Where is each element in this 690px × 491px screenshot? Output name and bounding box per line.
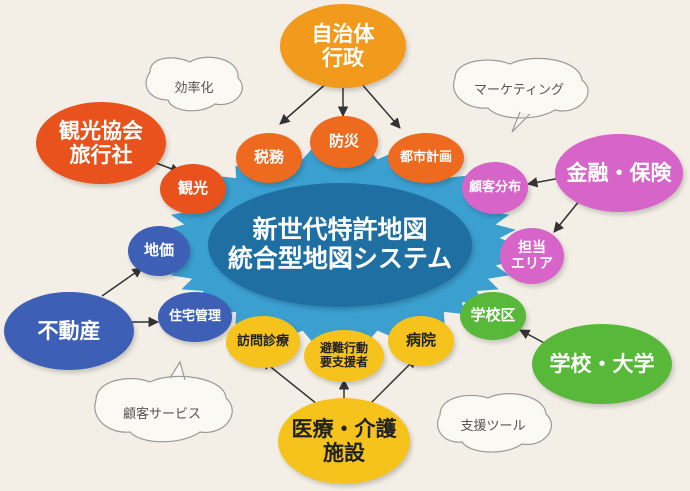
hub-finance: 金融・保険 xyxy=(555,134,683,212)
connector-finance-area xyxy=(553,199,581,233)
spoke-land-price: 地価 xyxy=(128,226,190,276)
spoke-tax: 税務 xyxy=(236,133,302,183)
hub-tourism: 観光協会 旅行社 xyxy=(36,102,166,184)
hub-realestate: 不動産 xyxy=(4,292,134,370)
bubble-efficiency: 効率化 xyxy=(174,80,214,96)
spoke-customer-dist: 顧客分布 xyxy=(462,162,528,214)
bubble-efficiency-shape xyxy=(145,56,243,112)
spoke-urban: 都市計画 xyxy=(388,133,464,183)
center-node: 新世代特許地図 統合型地図システム xyxy=(208,183,472,307)
hub-medical: 医療・介護 施設 xyxy=(278,398,410,484)
bubble-marketing: マーケティング xyxy=(474,82,564,98)
bubble-customer-service: 顧客サービス xyxy=(122,406,201,422)
spoke-visit: 訪問診療 xyxy=(226,316,300,368)
bubble-support-shape xyxy=(437,393,552,453)
bubble-customer-shape xyxy=(94,360,233,443)
connector-medical-visit xyxy=(261,359,323,409)
hub-gov: 自治体 行政 xyxy=(280,4,406,88)
spoke-school-district: 学校区 xyxy=(460,292,526,340)
hub-school: 学校・大学 xyxy=(532,324,672,404)
bubble-marketing-shape xyxy=(452,57,589,133)
spoke-hospital: 病院 xyxy=(388,316,454,366)
spoke-evac: 避難行動 要支援者 xyxy=(304,330,384,382)
speech-bubbles xyxy=(94,56,589,453)
center-title-line2: 統合型地図システム xyxy=(227,244,453,273)
bubble-support-tool: 支援ツール xyxy=(460,418,526,434)
spoke-housing: 住宅管理 xyxy=(158,292,232,342)
spoke-sightseeing: 観光 xyxy=(160,164,226,214)
connector-gov-tax xyxy=(279,81,329,125)
spoke-disaster: 防災 xyxy=(310,116,378,168)
connector-gov-urban xyxy=(359,81,401,129)
spoke-area: 担当 エリア xyxy=(500,228,564,284)
connector-medical-hospital xyxy=(365,357,417,409)
center-title-line1: 新世代特許地図 xyxy=(252,215,428,245)
connector-realestate-landprice xyxy=(101,267,143,297)
